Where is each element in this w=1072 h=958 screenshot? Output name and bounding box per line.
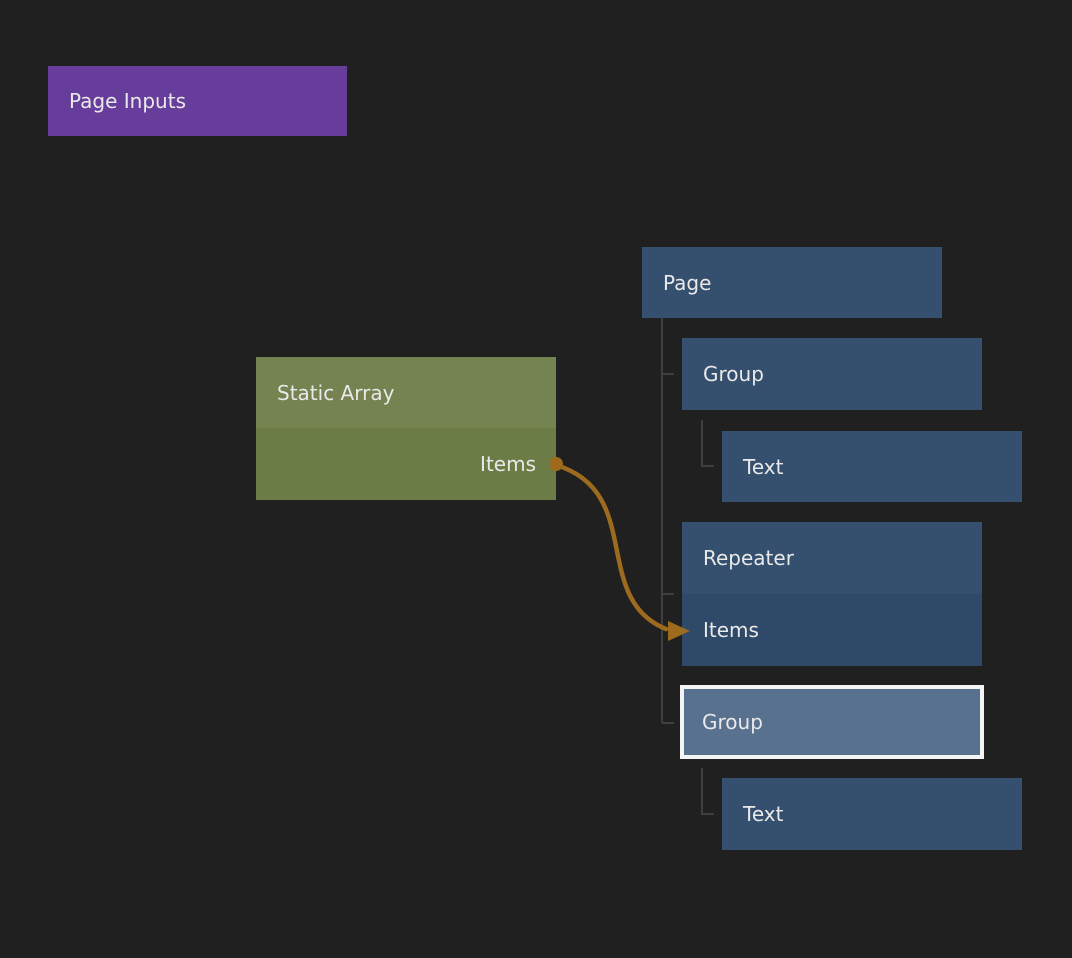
node-static-array[interactable]: Static Array Items <box>256 357 556 500</box>
node-group-selected[interactable]: Group <box>680 685 984 759</box>
connection-wire[interactable] <box>553 462 669 632</box>
node-static-array-label: Static Array <box>277 380 395 405</box>
node-static-array-header: Static Array <box>256 357 556 428</box>
node-repeater[interactable]: Repeater Items <box>682 522 982 666</box>
node-page-header: Page <box>642 247 942 318</box>
tree-line-group-selected-child <box>701 768 714 815</box>
items-output-port-label: Items <box>480 452 536 476</box>
node-group-selected-header: Group <box>684 689 980 755</box>
node-page-label: Page <box>663 270 712 295</box>
node-text-bottom-header: Text <box>722 778 1022 850</box>
node-group-top-header: Group <box>682 338 982 410</box>
tree-line-page-children <box>661 318 674 724</box>
node-page-inputs-header: Page Inputs <box>48 66 347 136</box>
node-text-bottom-label: Text <box>743 802 784 826</box>
node-repeater-header: Repeater <box>682 522 982 594</box>
node-page-inputs-label: Page Inputs <box>69 89 186 113</box>
node-page[interactable]: Page <box>642 247 942 318</box>
node-text-top-label: Text <box>743 454 784 479</box>
tree-line-group-top-child <box>701 420 714 467</box>
items-input-port-label: Items <box>703 618 759 642</box>
node-text-top-header: Text <box>722 431 1022 502</box>
node-group-top-label: Group <box>703 362 764 386</box>
items-output-port[interactable]: Items <box>256 428 556 500</box>
node-group-top[interactable]: Group <box>682 338 982 410</box>
node-text-top[interactable]: Text <box>722 431 1022 502</box>
node-page-inputs[interactable]: Page Inputs <box>48 66 347 136</box>
node-repeater-label: Repeater <box>703 546 794 570</box>
node-text-bottom[interactable]: Text <box>722 778 1022 850</box>
node-group-selected-label: Group <box>702 710 763 734</box>
items-input-port[interactable]: Items <box>682 594 982 666</box>
